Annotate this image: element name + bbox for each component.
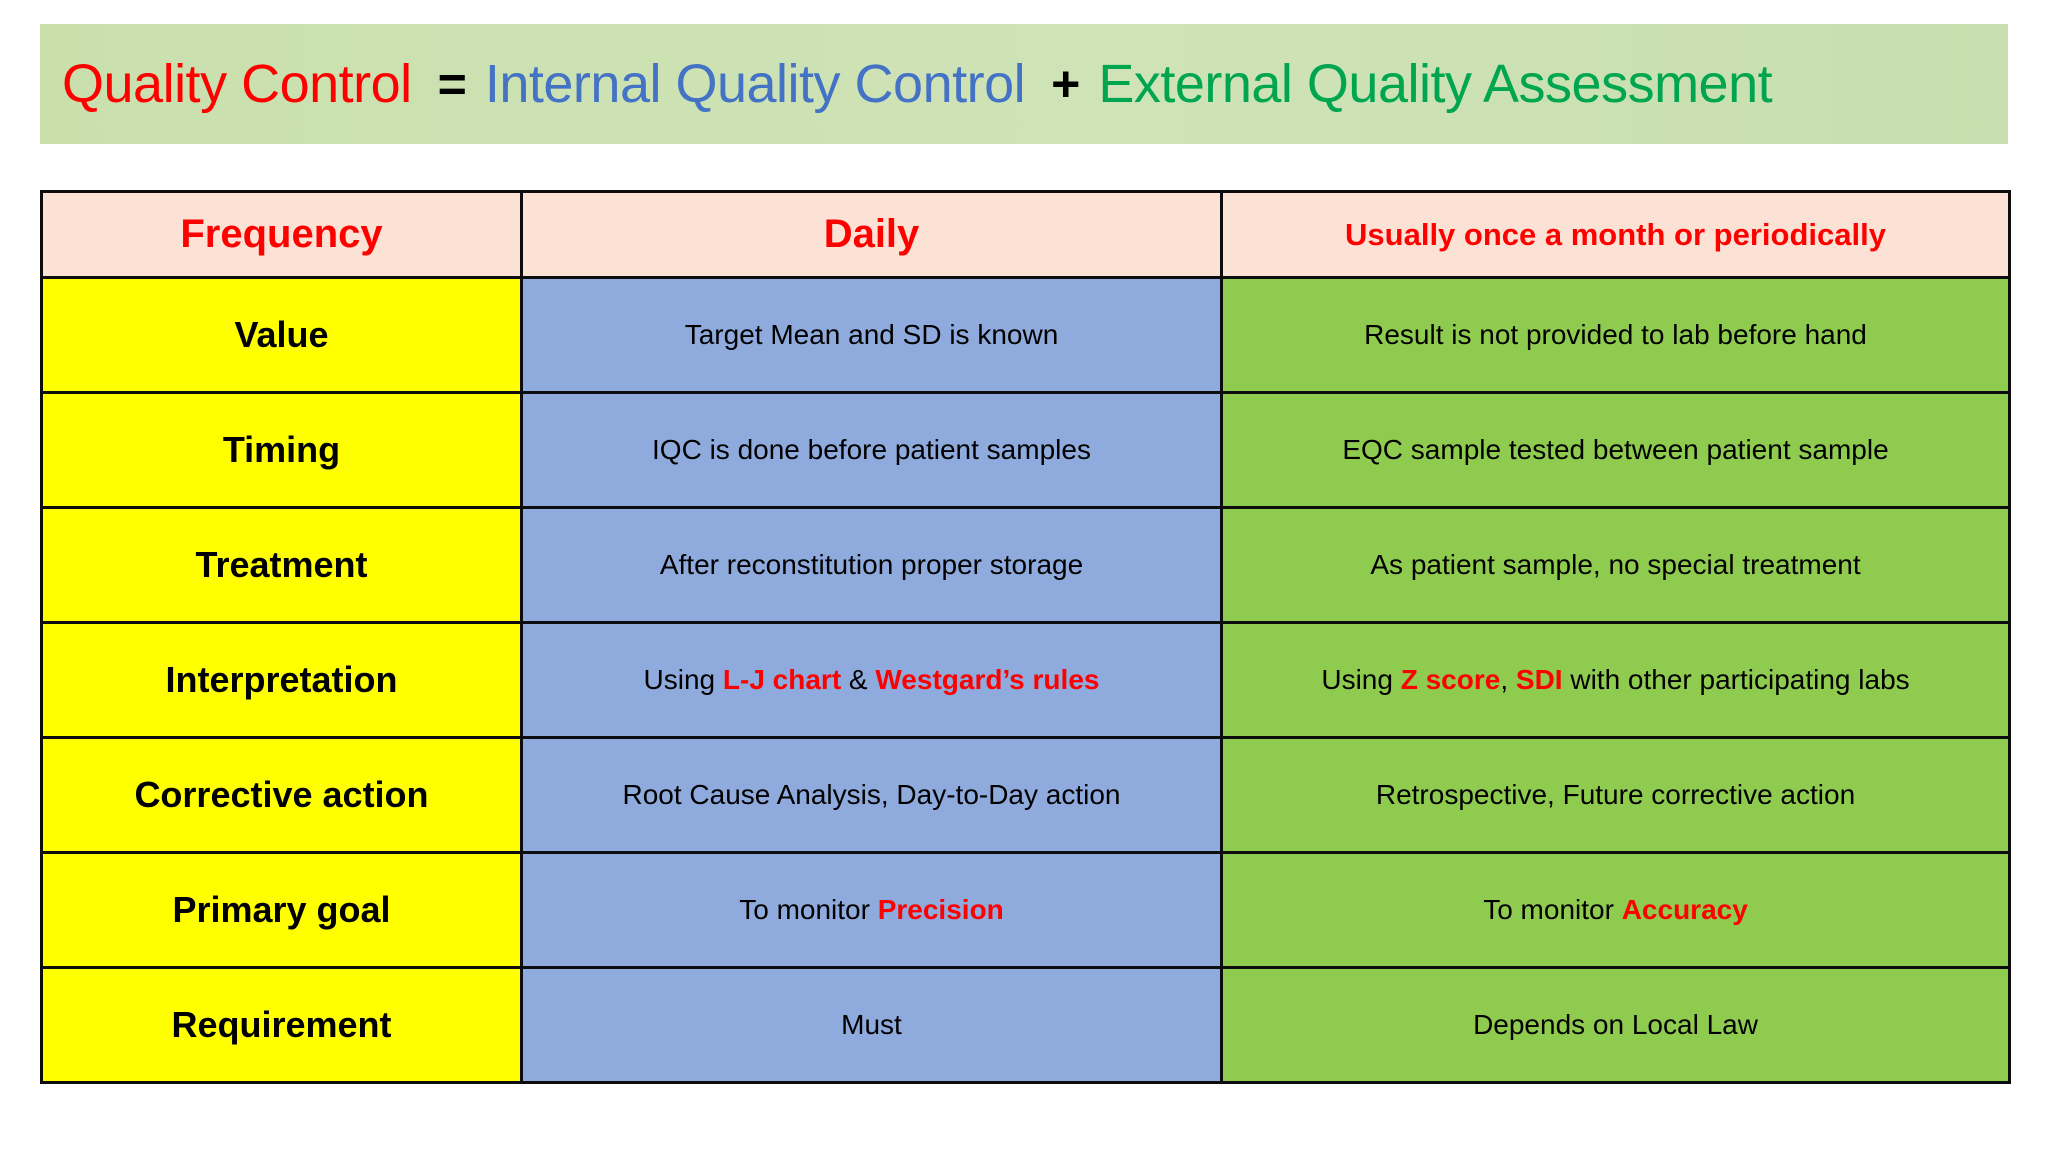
table-header: Frequency Daily Usually once a month or … (40, 190, 2011, 279)
column-header-iqc: Daily (520, 190, 1223, 279)
table-row: Value Target Mean and SD is known Result i… (40, 276, 2011, 394)
plain-text: To monitor (1483, 894, 1622, 925)
column-header-eqa: Usually once a month or periodically (1220, 190, 2011, 279)
table-header-row: Frequency Daily Usually once a month or … (40, 190, 2011, 279)
plain-text: To monitor (739, 894, 878, 925)
cell-eqa-corrective-action: Retrospective, Future corrective action (1220, 736, 2011, 854)
plain-text: EQC sample tested between patient sample (1342, 434, 1889, 465)
cell-eqa-primary-goal: To monitor Accuracy (1220, 851, 2011, 969)
cell-eqa-timing: EQC sample tested between patient sample (1220, 391, 2011, 509)
table-row: Corrective action Root Cause Analysis, Da… (40, 736, 2011, 854)
row-label-corrective-action: Corrective action (40, 736, 523, 854)
plain-text: & (841, 664, 876, 695)
cell-eqa-requirement: Depends on Local Law (1220, 966, 2011, 1084)
plain-text: , (1500, 664, 1516, 695)
title-operator-plus: + (1051, 56, 1081, 112)
title-term-external-quality-assessment: External Quality Assessment (1098, 54, 1773, 114)
cell-iqc-primary-goal: To monitor Precision (520, 851, 1223, 969)
plain-text: Using (643, 664, 723, 695)
highlighted-term: L-J chart (722, 664, 842, 695)
row-label-treatment: Treatment (40, 506, 523, 624)
table-row: Requirement Must Depends on Local Law (40, 966, 2011, 1084)
row-label-value: Value (40, 276, 523, 394)
cell-iqc-corrective-action: Root Cause Analysis, Day-to-Day action (520, 736, 1223, 854)
table-row: Timing IQC is done before patient samples… (40, 391, 2011, 509)
plain-text: with other participating labs (1562, 664, 1910, 695)
plain-text: Retrospective, Future corrective action (1375, 779, 1856, 810)
column-header-attribute: Frequency (40, 190, 523, 279)
cell-eqa-value: Result is not provided to lab before han… (1220, 276, 2011, 394)
title-term-internal-quality-control: Internal Quality Control (484, 54, 1026, 114)
highlighted-term: Westgard’s rules (875, 664, 1100, 695)
plain-text: Using (1321, 664, 1401, 695)
plain-text: After reconstitution proper storage (659, 549, 1084, 580)
plain-text: Result is not provided to lab before han… (1364, 319, 1867, 350)
plain-text: Root Cause Analysis, Day-to-Day action (622, 779, 1121, 810)
title-banner: Quality Control = Internal Quality Contr… (40, 24, 2008, 144)
row-label-primary-goal: Primary goal (40, 851, 523, 969)
row-label-interpretation: Interpretation (40, 621, 523, 739)
plain-text: As patient sample, no special treatment (1370, 549, 1861, 580)
plain-text: Target Mean and SD is known (684, 319, 1059, 350)
cell-iqc-requirement: Must (520, 966, 1223, 1084)
table-body: Value Target Mean and SD is known Result i… (40, 276, 2011, 1084)
cell-eqa-interpretation: Using Z score, SDI with other participat… (1220, 621, 2011, 739)
cell-iqc-timing: IQC is done before patient samples (520, 391, 1223, 509)
comparison-table: Frequency Daily Usually once a month or … (40, 190, 2011, 1084)
row-label-timing: Timing (40, 391, 523, 509)
cell-iqc-value: Target Mean and SD is known (520, 276, 1223, 394)
highlighted-term: Z score (1400, 664, 1501, 695)
plain-text: Depends on Local Law (1473, 1009, 1758, 1040)
highlighted-term: SDI (1515, 664, 1563, 695)
table-row: Treatment After reconstitution proper sto… (40, 506, 2011, 624)
title-term-quality-control: Quality Control (62, 54, 412, 114)
plain-text: Must (841, 1009, 902, 1040)
cell-iqc-interpretation: Using L-J chart & Westgard’s rules (520, 621, 1223, 739)
title-operator-equals: = (437, 56, 467, 112)
highlighted-term: Precision (877, 894, 1004, 925)
cell-eqa-treatment: As patient sample, no special treatment (1220, 506, 2011, 624)
cell-iqc-treatment: After reconstitution proper storage (520, 506, 1223, 624)
row-label-requirement: Requirement (40, 966, 523, 1084)
plain-text: IQC is done before patient samples (652, 434, 1091, 465)
highlighted-term: Accuracy (1621, 894, 1748, 925)
